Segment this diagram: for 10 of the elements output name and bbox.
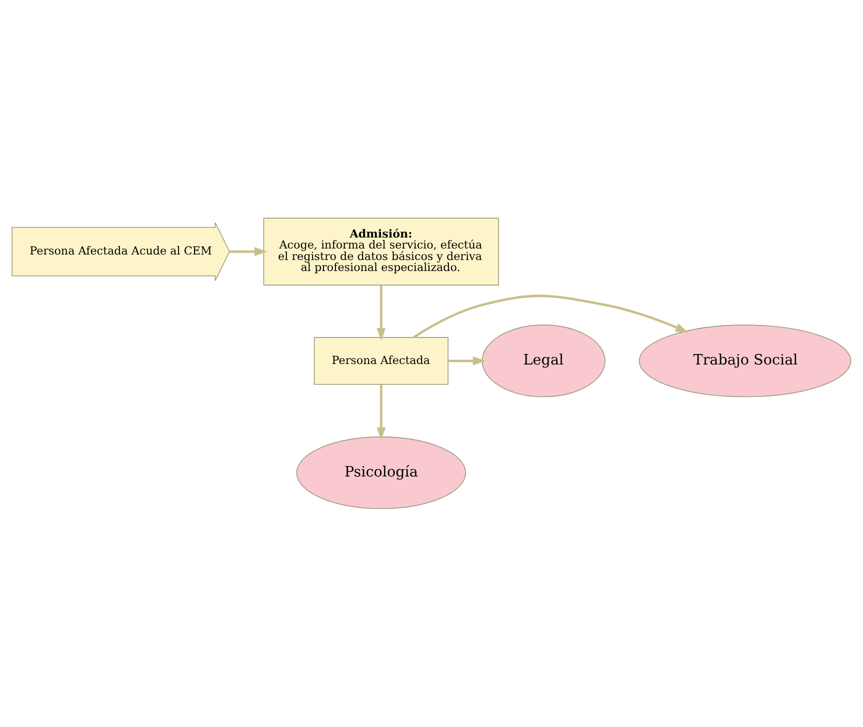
- arrow: [376, 384, 386, 440]
- arrow: [448, 356, 486, 366]
- node-box: Admisión: Acoge, informa del servicio, efectúa el registro de datos básicos y deriva al profesional especializado.: [263, 218, 499, 286]
- node-box: Persona Afectada: [314, 337, 448, 385]
- node-ellipse: Trabajo Social: [638, 324, 852, 398]
- node-ellipse: Psicología: [296, 436, 466, 510]
- arrow: [412, 294, 688, 338]
- arrow: [230, 247, 268, 256]
- node-ellipse: Legal: [482, 324, 606, 398]
- arrow: [376, 285, 386, 341]
